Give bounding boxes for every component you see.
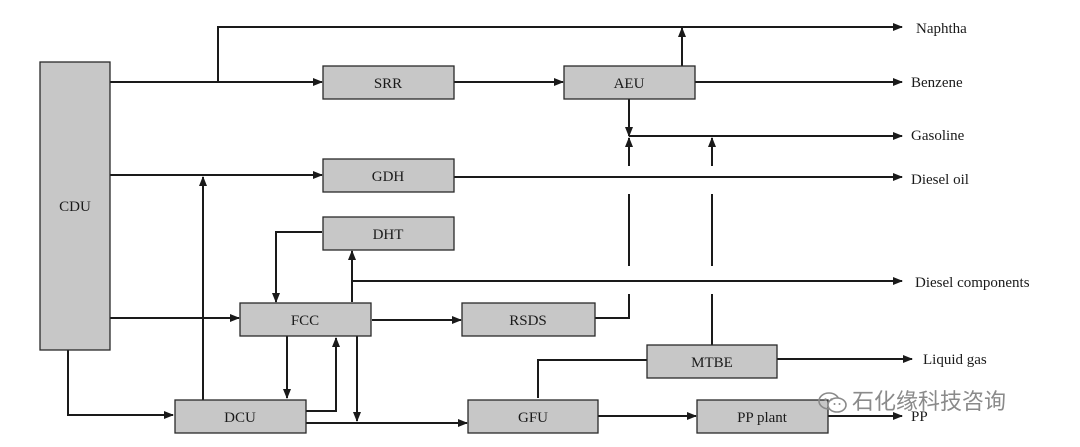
unit-dcu-label: DCU <box>224 410 256 426</box>
unit-mtbe: MTBE <box>646 344 778 379</box>
product-pp: PP <box>911 409 928 425</box>
unit-rsds: RSDS <box>461 302 596 337</box>
unit-aeu: AEU <box>563 65 696 100</box>
flow-lines <box>67 23 913 427</box>
unit-aeu-label: AEU <box>614 76 645 92</box>
unit-fcc: FCC <box>239 302 372 337</box>
unit-gdh: GDH <box>322 158 455 193</box>
unit-mtbe-label: MTBE <box>691 355 733 371</box>
flow-rsds-up-a <box>595 294 630 319</box>
unit-pp-plant-label: PP plant <box>737 410 788 426</box>
watermark: 石化缘科技咨询 <box>818 384 1006 416</box>
unit-rsds-label: RSDS <box>509 313 547 329</box>
product-naphtha: Naphtha <box>916 21 967 37</box>
unit-gfu-label: GFU <box>518 410 548 426</box>
product-diesel-oil: Diesel oil <box>911 172 969 188</box>
unit-srr: SRR <box>322 65 455 100</box>
unit-srr-label: SRR <box>374 76 402 92</box>
flow-cdu-to-dcu <box>67 350 174 419</box>
unit-dht: DHT <box>322 216 455 251</box>
wechat-icon <box>818 392 847 413</box>
product-liquid-gas: Liquid gas <box>923 352 987 368</box>
unit-gfu: GFU <box>467 399 599 434</box>
product-gasoline: Gasoline <box>911 128 965 144</box>
flow-to-naphtha <box>217 23 903 82</box>
flow-dht-to-fcc <box>272 231 322 303</box>
watermark-text: 石化缘科技咨询 <box>852 390 1007 415</box>
unit-dcu: DCU <box>174 399 307 434</box>
unit-fcc-label: FCC <box>291 313 319 329</box>
flow-dcu-to-fcc <box>306 337 340 412</box>
unit-gdh-label: GDH <box>372 169 405 185</box>
unit-cdu-label: CDU <box>59 199 91 215</box>
unit-cdu: CDU <box>39 61 111 351</box>
unit-pp-plant: PP plant <box>696 399 829 434</box>
flow-gfu-to-mtbe <box>537 359 647 398</box>
product-benzene: Benzene <box>911 75 963 91</box>
unit-dht-label: DHT <box>373 227 404 243</box>
product-diesel-components: Diesel components <box>915 275 1030 291</box>
